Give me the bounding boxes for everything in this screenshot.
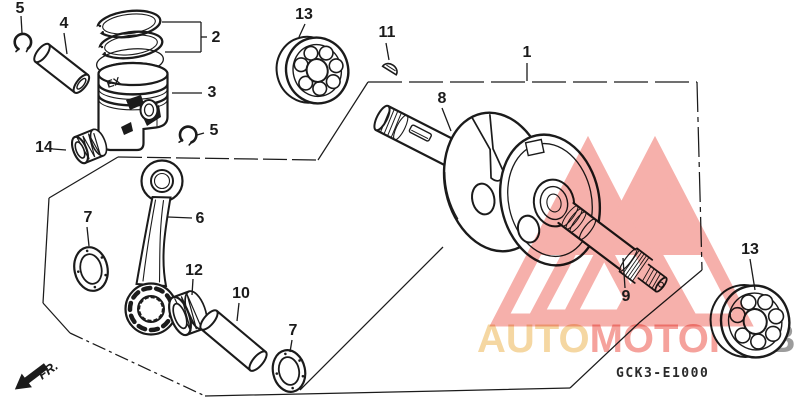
piston-ring-second [97,30,164,60]
callout-connecting-rod-leader [167,216,193,219]
callout-woodruff-key: 11 [378,24,396,41]
callout-shaft-end-leader [622,257,626,289]
callout-circlip-top: 5 [15,0,25,17]
crank-pin [199,309,268,372]
callout-circlip-side-leader [196,132,205,136]
connecting-rod [124,159,184,336]
thrust-washer-right [271,349,307,393]
needle-bearing-small [70,128,108,165]
callout-washer-right-leader [289,339,293,353]
thrust-washer-left [73,246,109,292]
callout-circlip-side: 5 [209,122,219,139]
callout-piston-pin: 4 [59,15,69,32]
callout-piston: 3 [207,84,217,101]
piston: EX [97,61,169,152]
callout-needle-bearing-big-leader [191,278,194,296]
callout-ball-bearing-bottom-leader [749,258,756,291]
circlip-side [178,125,198,146]
callout-needle-bearing-small: 14 [35,139,53,156]
callout-ball-bearing-top: 13 [295,6,313,23]
circlip-top-left [13,32,33,53]
callout-needle-bearing-small-leader [52,148,67,151]
callout-washer-right: 7 [288,322,298,339]
needle-bearing-big [168,290,208,337]
callout-crank-pin: 10 [232,285,250,302]
callout-crankshaft: 8 [437,90,447,107]
callout-needle-bearing-big: 12 [185,262,203,279]
callout-woodruff-key-leader [385,42,390,61]
callout-crank-pin-leader [236,302,240,322]
callout-ring-set: 2 [211,29,221,46]
woodruff-key [381,62,398,76]
callout-washer-left-leader [86,226,90,247]
diagram-code: GCK3-E1000 [616,366,710,381]
callout-circlip-top-leader [20,15,23,34]
piston-ring-top [95,9,162,39]
piston-pin [33,42,91,94]
callout-crankshaft-assembly: 1 [522,44,532,61]
watermark-logo [489,135,754,327]
callout-piston-pin-leader [63,32,68,55]
callout-washer-left: 7 [83,209,93,226]
callout-crankshaft-leader [441,107,452,132]
callout-shaft-end: 9 [621,288,631,305]
piston-crown-marking: EX [105,75,122,91]
ball-bearing-top [275,35,350,105]
callout-ball-bearing-bottom: 13 [741,241,759,258]
callout-connecting-rod: 6 [195,210,205,227]
callout-ball-bearing-top-leader [298,23,306,38]
